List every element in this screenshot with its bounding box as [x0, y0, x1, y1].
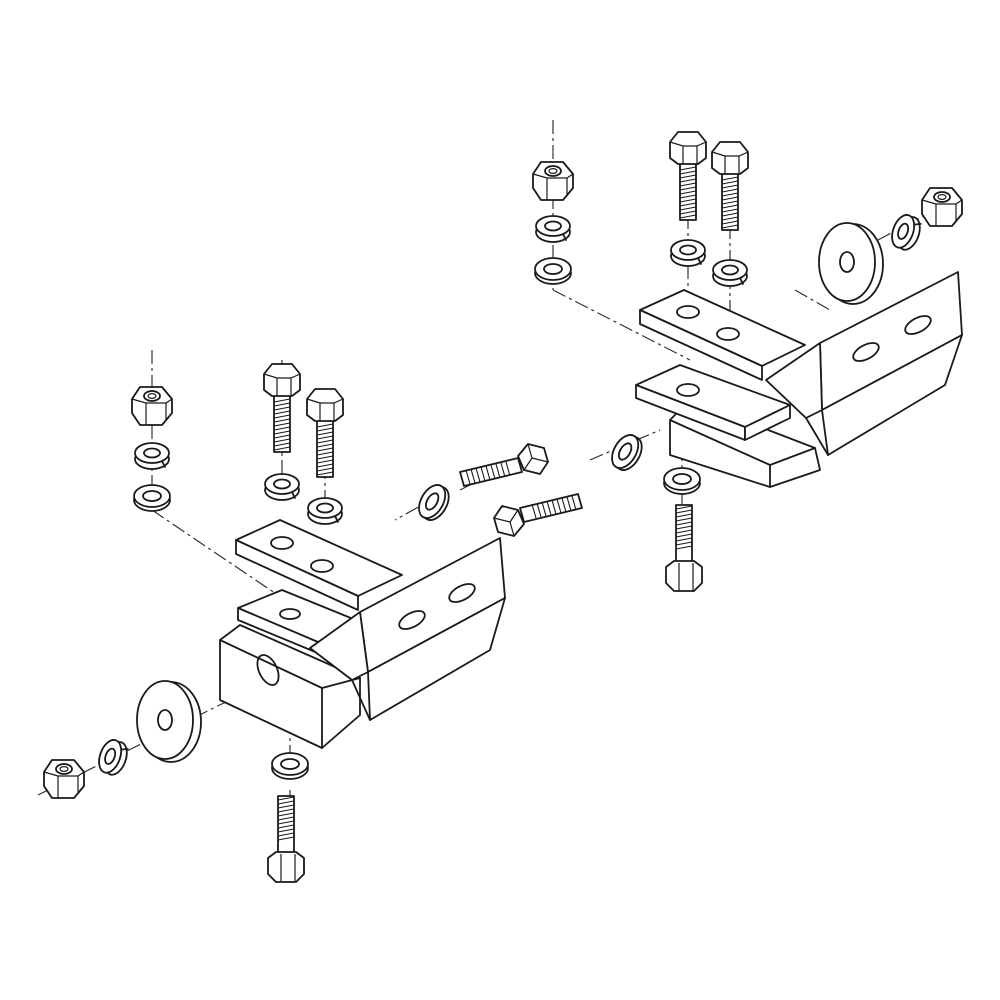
left-bolt-bottom: [267, 795, 305, 883]
left-bushing-washer: [136, 680, 202, 763]
left-lock-washer-3: [307, 497, 343, 525]
left-bracket-assembly: [37, 350, 549, 883]
left-bolt-vertical-2: [306, 388, 344, 478]
right-flat-washer-bottom: [663, 467, 701, 495]
right-flat-washer-1: [534, 257, 572, 285]
right-bracket-flange: [765, 271, 963, 456]
left-bracket-top-plate: [235, 519, 403, 611]
right-bolt-bottom: [665, 504, 703, 592]
left-flat-washer-side: [412, 479, 456, 526]
left-bracket-flange: [309, 537, 506, 721]
right-bolt-side: [493, 493, 583, 537]
right-bolt-vertical-2: [711, 141, 749, 231]
left-flat-washer-1: [133, 484, 171, 512]
left-hex-nut-top: [131, 386, 173, 426]
right-bracket-top-plate: [639, 289, 806, 381]
right-bolt-vertical-1: [669, 131, 707, 221]
left-lock-washer-4: [94, 736, 132, 779]
left-bolt-vertical-1: [263, 363, 301, 453]
right-bracket-base: [635, 364, 791, 441]
left-hex-nut-bottom: [43, 759, 85, 799]
right-hex-nut-side: [921, 187, 963, 227]
right-lock-washer-2: [670, 239, 706, 267]
right-lock-washer-4: [887, 211, 925, 254]
right-hex-nut-top: [532, 161, 574, 201]
right-bracket-assembly: [493, 120, 963, 592]
right-bushing-washer: [818, 222, 884, 305]
left-lock-washer-2: [264, 473, 300, 501]
right-lock-washer-1: [535, 215, 571, 243]
left-bolt-side: [459, 443, 549, 487]
right-lock-washer-3: [712, 259, 748, 287]
left-lock-washer-1: [134, 442, 170, 470]
right-flat-washer-side: [605, 429, 649, 476]
left-lower-block: [219, 624, 361, 749]
left-flat-washer-bottom: [271, 752, 309, 780]
